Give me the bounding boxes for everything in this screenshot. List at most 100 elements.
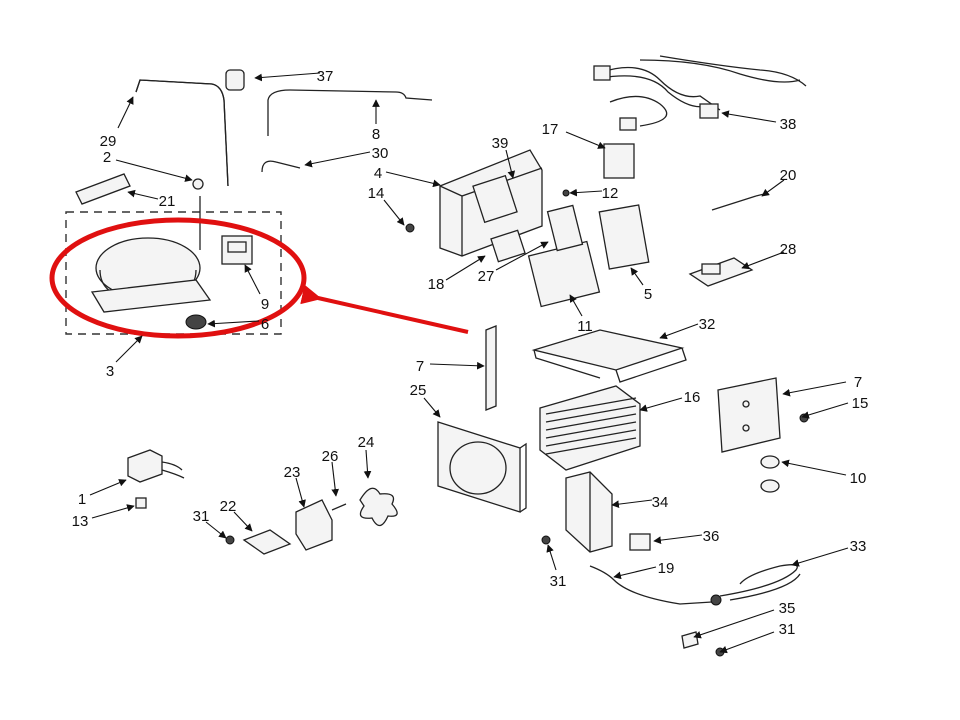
leader-p15 [801, 402, 849, 419]
bracket-34 [565, 471, 613, 553]
leader-p4 [385, 171, 441, 188]
compressor-base-plate [90, 279, 212, 313]
leader-p14 [383, 199, 405, 226]
leader-p35 [693, 609, 775, 639]
callout-p23: 23 [284, 464, 301, 481]
callout-p11: 11 [577, 318, 593, 335]
leader-p34 [611, 499, 653, 508]
leader-p16 [639, 397, 683, 412]
bracket-22 [242, 529, 292, 555]
right-parts [688, 193, 765, 287]
grommet [185, 314, 207, 330]
callout-p31c: 31 [779, 621, 796, 638]
ballast-area [127, 449, 185, 509]
leader-p36 [653, 534, 703, 544]
leader-p12 [569, 188, 603, 197]
callout-p20: 20 [780, 167, 797, 184]
lower-right-parts [541, 471, 801, 657]
board-17 [603, 143, 635, 179]
callout-p12: 12 [602, 185, 619, 202]
callout-p7a: 7 [416, 358, 424, 375]
leader-p26 [331, 461, 340, 497]
callout-p8: 8 [372, 126, 380, 143]
bracket-7-right [717, 377, 781, 453]
callout-p34: 34 [652, 494, 669, 511]
leader-p38 [721, 110, 777, 123]
callout-p10: 10 [850, 470, 867, 487]
callout-p31a: 31 [193, 508, 210, 525]
callout-p35: 35 [779, 600, 796, 617]
leader-p3 [115, 335, 143, 363]
callout-p33: 33 [850, 538, 867, 555]
leader-p20 [761, 179, 785, 197]
leader-p7b [782, 381, 847, 397]
leader-p13 [91, 504, 135, 519]
clip-13 [135, 497, 147, 509]
wire-harness [593, 55, 807, 131]
callout-p39: 39 [492, 135, 509, 152]
clip-35 [681, 631, 699, 649]
callout-p29: 29 [100, 133, 117, 150]
callout-p5: 5 [644, 286, 652, 303]
leader-p24 [363, 449, 372, 479]
leader-p28 [741, 251, 785, 270]
leader-p31a [205, 521, 227, 539]
leader-p17 [565, 131, 606, 149]
leader-p25 [423, 397, 441, 418]
leader-lines [89, 72, 849, 654]
leader-p39 [505, 149, 516, 179]
callout-p6: 6 [261, 316, 269, 333]
callout-p27: 27 [478, 268, 495, 285]
leader-p11 [569, 294, 583, 317]
callout-p31b: 31 [550, 573, 567, 590]
callout-p30: 30 [372, 145, 389, 162]
callout-p19: 19 [658, 560, 675, 577]
callout-p15: 15 [852, 395, 869, 412]
start-relay [221, 235, 253, 265]
callout-p9: 9 [261, 296, 269, 313]
callout-p37: 37 [317, 68, 334, 85]
board-39 [472, 174, 518, 224]
fan-shroud-25 [437, 421, 527, 513]
leader-p19 [613, 566, 657, 580]
leader-p1 [89, 479, 127, 496]
leader-p29 [117, 96, 134, 129]
leader-p21 [127, 189, 159, 200]
hose-30 [261, 160, 301, 173]
condenser-16 [539, 385, 641, 471]
callout-p24: 24 [358, 434, 375, 451]
washer-10a [760, 455, 780, 469]
callout-p18: 18 [428, 276, 445, 293]
callout-p1: 1 [78, 491, 86, 508]
washer-10b [760, 479, 780, 493]
discharge-tube [135, 79, 229, 187]
highlight-arrow [300, 284, 469, 334]
drier-21 [75, 173, 131, 205]
callout-p17: 17 [542, 121, 559, 138]
highlight-circle [49, 217, 307, 339]
leader-p37 [254, 72, 321, 82]
callout-p14: 14 [368, 185, 385, 202]
harness-33 [719, 564, 801, 601]
leader-p32 [659, 323, 699, 340]
sleeve-37 [225, 69, 245, 91]
leader-p23 [295, 477, 306, 508]
bracket-7-left [485, 325, 497, 411]
leader-p2 [115, 159, 193, 182]
leader-p5 [630, 267, 644, 286]
control-box [405, 143, 650, 308]
leader-p30 [304, 151, 371, 168]
callout-p7b: 7 [854, 374, 862, 391]
heater-20 [711, 195, 757, 211]
board-5 [598, 204, 650, 270]
ballast-1 [127, 449, 163, 483]
callout-p36: 36 [703, 528, 720, 545]
leader-p7a [429, 361, 485, 370]
callout-p32: 32 [699, 316, 716, 333]
fan-motor-23 [295, 499, 333, 551]
callout-p13: 13 [72, 513, 89, 530]
leader-p31b [546, 544, 557, 571]
callout-p3: 3 [106, 363, 114, 380]
